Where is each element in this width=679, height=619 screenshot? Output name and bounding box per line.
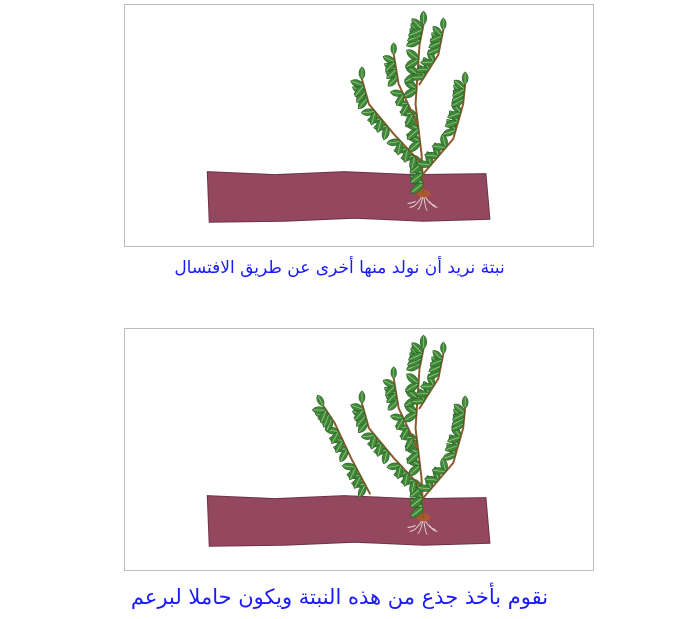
stem xyxy=(418,352,445,410)
soil-strip xyxy=(206,171,491,223)
figure-frame-1 xyxy=(124,4,594,247)
plant xyxy=(350,10,469,211)
soil-strip xyxy=(206,495,491,547)
plant-illustration-2 xyxy=(206,334,491,547)
stem xyxy=(418,28,445,86)
figure-caption-2: نقوم بأخذ جذع من هذه النبتة ويكون حاملا … xyxy=(130,585,549,609)
stem xyxy=(392,377,419,450)
plant-illustration-1 xyxy=(206,10,491,223)
stem xyxy=(392,53,419,126)
figure-frame-2 xyxy=(124,328,594,571)
root xyxy=(407,200,416,204)
root xyxy=(407,524,416,528)
figure-caption-1: نبتة نريد أن نولد منها أخرى عن طريق الاف… xyxy=(174,258,505,278)
plant xyxy=(350,334,469,535)
root xyxy=(429,525,438,532)
cut-stem xyxy=(311,394,371,498)
root xyxy=(429,201,438,208)
